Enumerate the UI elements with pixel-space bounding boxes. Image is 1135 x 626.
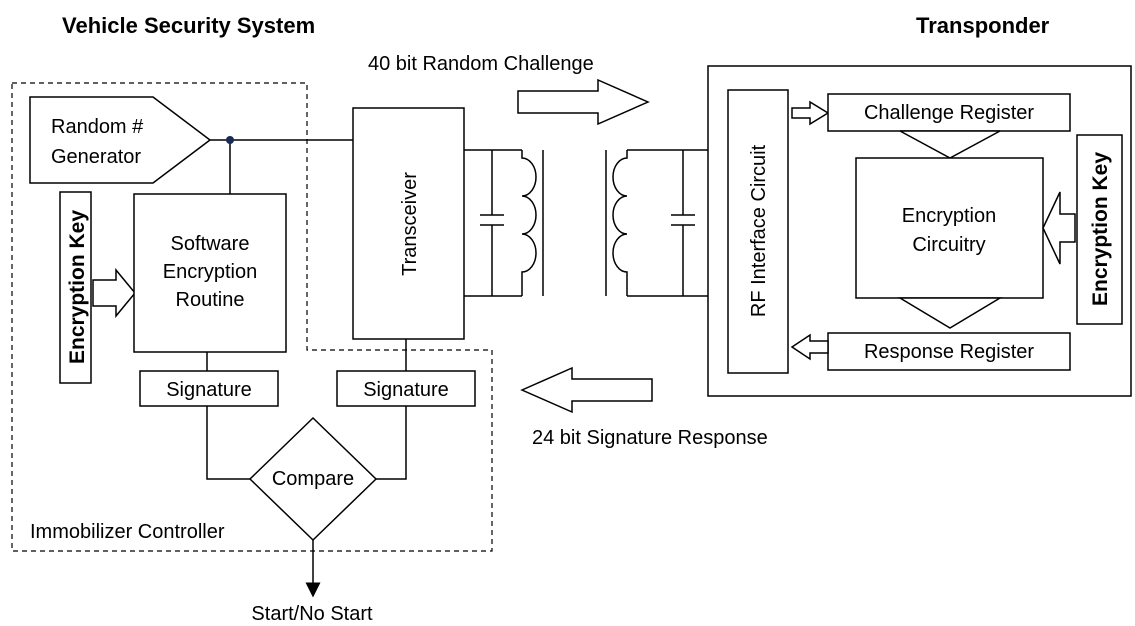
challenge-arrow (517, 78, 650, 126)
compare-label: Compare (272, 468, 354, 490)
transceiver-block (352, 107, 465, 340)
key-to-circuitry-arrow (1042, 191, 1076, 265)
rf-interface-block (727, 89, 789, 374)
random-generator-line1: Random # (51, 116, 144, 138)
immobilizer-controller-label: Immobilizer Controller (30, 521, 225, 543)
response-arrow-label: 24 bit Signature Response (532, 427, 768, 449)
challenge-arrow-label: 40 bit Random Challenge (368, 53, 594, 75)
junction-dot (226, 136, 234, 144)
software-encryption-line1: Software (171, 233, 250, 255)
vehicle-antenna-coil (464, 149, 544, 297)
vehicle-security-title: Vehicle Security System (62, 13, 315, 38)
software-encryption-line2: Encryption (163, 261, 258, 283)
encryption-key-right-label: Encryption Key (1089, 152, 1112, 306)
software-encryption-block (133, 193, 287, 353)
response-arrow (520, 366, 653, 414)
challenge-register-label: Challenge Register (864, 102, 1034, 124)
immobilizer-controller-region (11, 82, 493, 552)
right-signature-to-compare-line (376, 406, 407, 480)
response-to-rf-arrow (790, 333, 829, 361)
encryption-circuitry-line1: Encryption (902, 205, 997, 227)
encryption-key-right-box (1076, 134, 1123, 325)
start-no-start-label: Start/No Start (251, 603, 373, 625)
challenge-to-encryption-arrow (899, 130, 1001, 159)
signature-left-label: Signature (166, 379, 252, 401)
left-signature-to-compare-line (206, 406, 250, 480)
software-encryption-line3: Routine (176, 289, 245, 311)
rf-to-challenge-arrow (791, 100, 830, 126)
transponder-title: Transponder (916, 13, 1050, 38)
random-generator-block (29, 96, 212, 184)
key-to-encryption-arrow (92, 267, 136, 319)
random-generator-line2: Generator (51, 146, 141, 168)
challenge-register-box (827, 93, 1071, 132)
rf-interface-label: RF Interface Circuit (748, 144, 770, 317)
encryption-key-left-label: Encryption Key (66, 210, 89, 364)
encryption-key-left-box (59, 191, 92, 384)
encryption-circuitry-block (855, 157, 1044, 299)
encryption-circuitry-line2: Circuitry (912, 234, 985, 256)
signature-left-box (139, 370, 279, 407)
signature-right-label: Signature (363, 379, 449, 401)
encryption-to-response-arrow (897, 297, 1003, 329)
response-register-label: Response Register (864, 341, 1034, 363)
transceiver-label: Transceiver (399, 172, 421, 276)
